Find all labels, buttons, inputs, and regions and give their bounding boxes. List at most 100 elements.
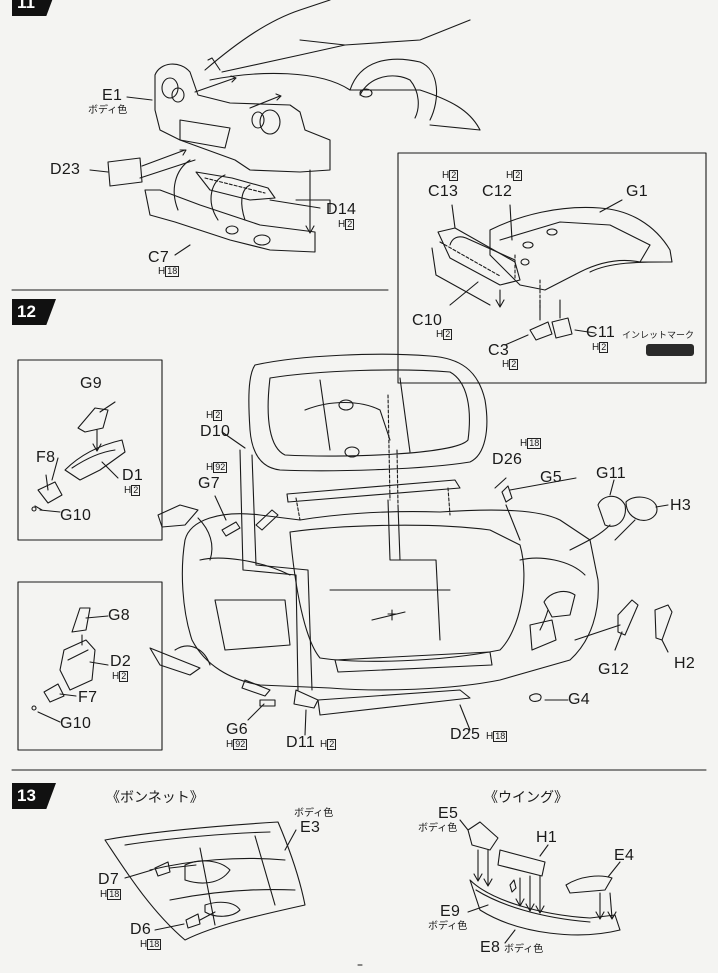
label-e1-color: ボディ色 [88, 105, 128, 116]
label-g11: G11 [596, 465, 626, 482]
part-d2-large [149, 647, 201, 676]
label-c3: C3 [488, 342, 510, 359]
label-e5-color: ボディ色 [418, 823, 458, 834]
part-d14 [195, 171, 276, 201]
part-d25 [317, 689, 471, 716]
label-g1: G1 [626, 183, 648, 200]
part-g5 [501, 485, 513, 503]
label-e8-color: ボディ色 [504, 944, 544, 955]
part-e1-bumper [154, 63, 331, 173]
label-e8: E8 [480, 939, 501, 956]
part-d2 [59, 639, 96, 691]
label-d23: D23 [50, 161, 81, 178]
part-c7 [144, 189, 316, 253]
label-f7: F7 [78, 689, 98, 706]
part-d23 [107, 157, 143, 187]
label-g8: G8 [108, 607, 130, 624]
part-h2 [654, 604, 673, 641]
part-d6 [185, 913, 201, 929]
part-c10-assembly [431, 227, 521, 306]
step-number-12: 12 [12, 299, 56, 325]
label-d10: D10 [200, 423, 231, 440]
part-e5 [467, 821, 499, 851]
label-d6: D6 [130, 921, 152, 938]
part-g9 [77, 407, 109, 433]
part-hood-assembly [248, 353, 488, 506]
part-g7 [221, 521, 241, 537]
label-c10: C10 [412, 312, 443, 329]
part-g6 [259, 699, 276, 707]
label-e5: E5 [438, 805, 459, 822]
label-g4: G4 [568, 691, 590, 708]
part-g12-left [543, 590, 576, 618]
part-d26 [286, 479, 461, 503]
label-inlet-mark: インレットマーク [622, 330, 695, 340]
label-e1: E1 [102, 87, 123, 104]
part-g7-left [157, 504, 199, 528]
label-e9-color: ボディ色 [428, 921, 468, 932]
label-h2: H2 [674, 655, 696, 672]
label-e4: E4 [614, 847, 635, 864]
label-e3-color: ボディ色 [294, 808, 334, 819]
label-g10-a: G10 [60, 507, 92, 524]
part-c11 [551, 317, 573, 339]
label-c11: C11 [586, 324, 616, 341]
label-g7: G7 [198, 475, 220, 492]
label-h1: H1 [536, 829, 558, 846]
label-c7: C7 [148, 249, 170, 266]
part-f7 [43, 683, 65, 703]
label-d26: D26 [492, 451, 523, 468]
part-e4 [565, 875, 613, 894]
label-d14: D14 [326, 201, 357, 218]
label-c12: C12 [482, 183, 513, 200]
label-h3: H3 [670, 497, 692, 514]
part-h1 [497, 849, 546, 877]
part-e8-wing [469, 879, 621, 936]
label-g10-b: G10 [60, 715, 92, 732]
part-d7 [154, 861, 171, 877]
part-g1-bonnet [489, 206, 673, 291]
part-d11 [293, 689, 319, 709]
label-d11: D11 [286, 734, 316, 751]
label-d25: D25 [450, 726, 481, 743]
part-g11 [597, 495, 627, 527]
label-c13: C13 [428, 183, 459, 200]
part-e3-bonnet [104, 821, 306, 941]
label-d2: D2 [110, 653, 132, 670]
label-g5: G5 [540, 469, 562, 486]
label-d1: D1 [122, 467, 144, 484]
part-g4 [529, 693, 542, 702]
step-number-11: 11 [12, 0, 56, 16]
label-e3: E3 [300, 819, 321, 836]
car-body-rear-drawing [204, 0, 481, 131]
label-e9: E9 [440, 903, 461, 920]
label-f8: F8 [36, 449, 56, 466]
part-h3 [625, 496, 658, 521]
part-d10 [255, 509, 279, 531]
part-g8 [71, 607, 91, 633]
label-g6: G6 [226, 721, 248, 738]
part-f8 [37, 481, 63, 504]
part-d1 [64, 439, 126, 481]
section-title-bonnet: 《ボンネット》 [106, 789, 204, 805]
car-body-front-drawing [181, 509, 599, 691]
section-title-wing: 《ウイング》 [484, 789, 568, 805]
